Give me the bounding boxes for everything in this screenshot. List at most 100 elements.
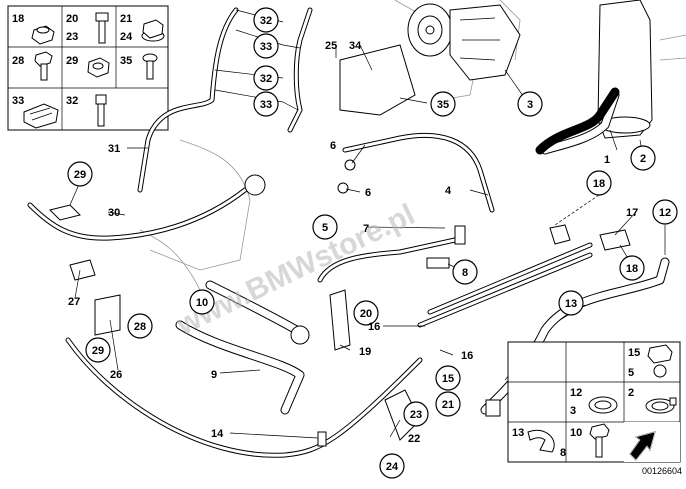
callout-18-bottom: 18	[619, 255, 645, 281]
callout-29-bottom: 29	[85, 337, 111, 363]
callout-13: 13	[558, 290, 584, 316]
hoses	[27, 7, 670, 458]
watermark-text: www.BMWstore.pl	[171, 198, 421, 342]
legend-br-label-8: 8	[560, 447, 566, 459]
socket-screw-icon	[95, 94, 107, 127]
svg-text:12: 12	[659, 207, 671, 219]
callout-2: 2	[630, 145, 656, 171]
hollow-bolt-icon	[647, 344, 673, 378]
legend-label-33: 33	[12, 95, 24, 107]
callout-24: 24	[379, 453, 405, 479]
callout-23: 23	[403, 401, 429, 427]
screw-clamp-icon	[645, 397, 677, 414]
svg-text:10: 10	[196, 297, 208, 309]
legend-br-label-15: 15	[628, 347, 640, 359]
callout-5: 5	[312, 214, 338, 240]
clamp-17	[549, 224, 571, 245]
callout-17: 17	[626, 207, 638, 219]
svg-text:2: 2	[640, 153, 646, 165]
callout-6-top: 6	[330, 140, 336, 152]
callout-8: 8	[452, 259, 478, 285]
callout-1: 1	[604, 154, 610, 166]
legend-br-label-2: 2	[628, 387, 634, 399]
svg-text:20: 20	[360, 308, 372, 320]
bracket-26	[94, 294, 121, 336]
callout-35: 35	[430, 91, 456, 117]
svg-text:24: 24	[386, 461, 399, 473]
callout-6-bottom: 6	[365, 187, 371, 199]
svg-text:15: 15	[442, 373, 454, 385]
p-clip-icon	[527, 429, 555, 453]
legend-br-label-3: 3	[570, 405, 576, 417]
callout-28: 28	[127, 313, 153, 339]
callout-15: 15	[435, 365, 461, 391]
legend-br-label-10: 10	[570, 427, 582, 439]
callout-4: 4	[445, 185, 452, 197]
callout-34: 34	[349, 40, 362, 52]
hose-fitting-10	[290, 325, 310, 345]
svg-text:13: 13	[565, 298, 577, 310]
legend-br-label-13: 13	[512, 427, 524, 439]
document-number: 00126604	[642, 466, 682, 476]
svg-text:28: 28	[134, 321, 146, 333]
svg-text:5: 5	[322, 222, 328, 234]
callout-21: 21	[435, 391, 461, 417]
clip-bracket-icon	[23, 103, 59, 129]
legend-label-24: 24	[120, 31, 133, 43]
hex-head-bolt-icon	[589, 423, 610, 458]
callout-19: 19	[359, 346, 371, 358]
legend-label-29: 29	[66, 55, 78, 67]
svg-text:18: 18	[593, 178, 605, 190]
bracket-27	[69, 259, 96, 281]
bracket-19	[329, 289, 351, 351]
heat-shield-34	[339, 44, 416, 116]
bracket-29	[49, 204, 81, 221]
legend-top-left: 18 20 23 21 24 28 29 35	[7, 5, 169, 131]
fitting-11	[485, 399, 501, 417]
callout-7: 7	[363, 223, 369, 235]
callout-25: 25	[325, 40, 337, 52]
callout-16-top: 16	[368, 321, 380, 333]
svg-text:23: 23	[410, 409, 422, 421]
callout-9: 9	[211, 369, 217, 381]
callout-33-top: 33	[253, 33, 279, 59]
svg-text:3: 3	[527, 99, 533, 111]
callout-10: 10	[189, 289, 215, 315]
legend-label-23: 23	[66, 31, 78, 43]
hex-nut-icon	[87, 57, 110, 78]
callout-12: 12	[652, 199, 678, 225]
callout-29-top: 29	[67, 161, 93, 187]
svg-text:21: 21	[442, 399, 454, 411]
svg-text:18: 18	[626, 263, 638, 275]
legend-label-32: 32	[66, 95, 78, 107]
svg-text:8: 8	[462, 267, 468, 279]
callout-30: 30	[108, 207, 120, 219]
svg-text:29: 29	[74, 169, 86, 181]
legend-br-label-12: 12	[570, 387, 582, 399]
flange-bolt-icon	[142, 53, 158, 80]
flange-nut-icon	[141, 19, 165, 42]
callout-16-bottom: 16	[461, 350, 473, 362]
connector-7	[454, 225, 466, 245]
hex-bolt-icon	[34, 51, 53, 81]
callout-3: 3	[517, 91, 543, 117]
callout-32-mid: 32	[253, 65, 279, 91]
seal-ring-6b	[337, 182, 349, 194]
bolt-icon	[95, 12, 109, 44]
legend-label-35: 35	[120, 55, 132, 67]
svg-text:29: 29	[92, 345, 104, 357]
steering-pump	[407, 3, 521, 81]
legend-label-18: 18	[12, 13, 24, 25]
callout-26: 26	[110, 369, 122, 381]
svg-text:33: 33	[260, 99, 272, 111]
legend-label-20: 20	[66, 13, 78, 25]
hose-clamp-icon	[588, 396, 618, 414]
svg-text:35: 35	[437, 99, 449, 111]
svg-text:32: 32	[260, 73, 272, 85]
svg-text:32: 32	[260, 15, 272, 27]
legend-br-label-5: 5	[628, 367, 634, 379]
holder-17	[599, 229, 631, 251]
clip-14	[317, 431, 327, 447]
